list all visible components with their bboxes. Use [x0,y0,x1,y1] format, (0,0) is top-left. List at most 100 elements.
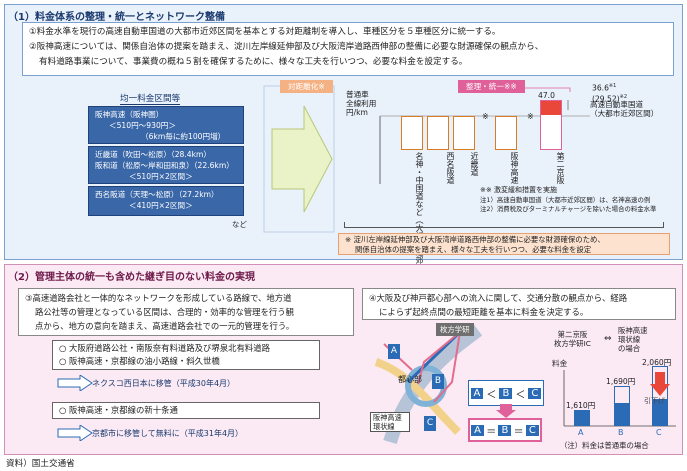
bar-label: 名神・中国道など（大都市近郊区間） [415,152,424,288]
y-unit-line: 普通車 [346,90,369,99]
map-marker-b: B [432,374,444,389]
map-marker-c: C [424,416,436,431]
right-label: 高速自動車国道 （大都市近郊区間） [590,100,658,118]
bracket-line [344,222,664,228]
map-label-kanjo: 阪神高速 環状線 [370,412,410,432]
eq-op: ＝ [513,426,524,438]
tag-distance: 対距離化※ [280,80,333,93]
fare-line: 西名阪道（天理～松原）（27.2km） [95,190,219,199]
eq-item: C [525,424,539,436]
uniform-fare-heading: 均一料金区間等 [120,94,181,105]
route-head-arrow: ⇔ [604,334,612,344]
fare-cat-a: A [578,428,584,437]
fare-line: 近畿道（吹田～松原）（28.4km） [95,150,212,159]
route-head-line: 枚方学研IC [554,339,591,348]
fare-cat-c: C [656,428,662,437]
eq-op: ＜ [515,389,526,401]
eq-op: ＝ [486,426,497,438]
fare-block-hanshin: 阪神高速（阪神圏） ＜510円～930円＞ （6km毎に約100円増） [88,106,244,144]
source-label: 資料）国土交通省 [6,459,75,469]
chart-bar [401,116,423,150]
fare-block-kinki: 近畿道（吹田～松原）（28.4km） 阪和道（松原～岸和田和泉）（22.6km）… [88,146,244,184]
move-b-text: 京都市に移管して無料に（平成31年4月） [92,429,244,438]
y-unit-line: 全線利用 [346,99,377,108]
fare-cat-b: B [618,428,624,437]
y-unit: 普通車 全線利用 円/km [346,90,376,117]
top-fill [541,101,561,115]
right-label-line: 高速自動車国道 [590,100,644,109]
box3-line: ③高速道路会社と一体的なネットワークを形成している路線で、地方道 [25,293,292,303]
asterisk-mark: ※ [482,112,489,121]
route-head-line: 環状線 [618,335,641,344]
asterisk-mark: ※ [527,112,534,121]
box3: ③高速道路会社と一体的なネットワークを形成している路線で、地方道 路公社等の管理… [18,288,354,336]
chart-bar [453,116,475,150]
section1-title: （1）料金体系の整理・統一とネットワーク整備 [8,12,225,23]
eq-item: C [528,387,542,399]
eq-item: B [499,387,513,399]
box4: ④大阪及び神戸都心部への流入に関して、交通分散の観点から、経路 によらず起終点間… [362,288,676,320]
fare-line: ＜510円×2区間＞ [129,172,193,181]
equation-after: A ＝ B ＝ C [468,418,542,442]
right-value: (29.52) [592,94,620,104]
fare-c: 2,060円 [642,358,672,367]
right-value-mark: ※2 [619,93,628,100]
route-head-left: 第二京阪 枚方学研IC [554,330,591,348]
equation-before: A ＜ B ＜ C [468,380,544,406]
eq-item: A [470,387,484,399]
bottom-note-line: ※ 淀川左岸線延伸部及び大阪湾岸道路西伸部の整備に必要な財源確保のため、 [345,235,605,244]
eq-op: ＜ [486,389,497,401]
fare-bar-b-reduced [614,386,630,404]
eq-item: B [498,424,512,436]
route-head-right: 阪神高速 環状線 の場合 [618,326,648,353]
note1: ①料金水準を現行の高速自動車国道の大都市近郊区間を基本とする対距離制を導入し、車… [29,27,501,37]
section2-title: （2）管理主体の統一も含めた継ぎ目のない料金の実現 [8,272,255,283]
move-arrow-icon [57,425,93,441]
box4-line: ④大阪及び神戸都心部への流入に関して、交通分散の観点から、経路 [369,293,628,303]
box3-line: 点から、地方の意向を踏まえ、高速道路会社での一元的管理を行う。 [35,321,295,331]
tag-unify: 整理・統一※※ [458,80,525,93]
map-label-hirakata: 枚方学研 [436,323,474,336]
list-a: ○ 大阪府道路公社・南阪奈有料道路及び堺泉北有料道路 ○ 阪神高速・京都線の油小… [52,340,320,370]
note2a: ②阪神高速については、関係自治体の提案を踏まえ、淀川左岸線延伸部及び大阪湾岸道路… [29,42,544,52]
right-values: 36.6※1 (29.52)※2 [592,82,627,103]
right-label-line: （大都市近郊区間） [590,109,659,118]
fare-bar-c [652,400,668,426]
route-head-line: 第二京阪 [557,330,588,339]
down-arrow-icon [496,404,516,418]
footnote-title: ※※ 激変緩和措置を実施 [480,186,557,194]
fare-a: 1,610円 [566,401,596,410]
route-head-line: 阪神高速 [618,326,648,335]
map-label-toshin: 都心部 [398,375,422,384]
reduce-arrow-icon [650,372,670,396]
fare-line: ＜410円×2区間＞ [129,201,193,210]
bar-label: 西名阪道 [446,152,455,184]
bar-label: 近畿道 [470,152,479,176]
fare-chart-axes [563,370,676,427]
fare-b: 1,690円 [606,377,636,386]
bar-label: 第二京阪 [556,152,565,184]
transition-arrow-icon [263,85,335,233]
fare-line: 阪神高速（阪神圏） [95,110,164,119]
bottom-note: ※ 淀川左岸線延伸部及び大阪湾岸道路西伸部の整備に必要な財源確保のため、 関係自… [338,233,670,255]
hikisage-label: 引下げ [644,397,665,405]
bottom-note-line: 関係自治体の提案を踏まえ、様々な工夫を行いつつ、必要な料金を設定 [355,245,592,254]
fare-bar-b [614,404,630,426]
fare-line: （6km毎に約100円増） [141,132,226,141]
fare-block-nishimeihan: 西名阪道（天理～松原）（27.2km） ＜410円×2区間＞ [88,186,244,216]
fare-bar-a [574,410,590,426]
fare-line: ＜510円～930円＞ [109,121,176,130]
fare-line: 阪和道（松原～岸和田和泉）（22.6km） [95,161,234,170]
chart-bar [495,116,517,150]
right-value-mark: ※1 [608,83,617,89]
footnote-2: 注2）消費税及びターミナルチャージを除いた場合の料金水準 [480,205,657,213]
box3-line: 路公社等の管理となっている区間は、合理的・効率的な管理を行う観 [35,307,294,317]
chart-bar [427,116,449,150]
right-value: 36.6 [592,83,609,93]
map-marker-a: A [388,344,400,359]
top-value: 47.0 [538,91,555,100]
note2b: 有料道路事業について、事業費の概ね５割を確保するために、様々な工夫を行いつつ、必… [39,57,468,67]
box4-line: によらず起終点間の最短距離を基本に料金を決定する。 [379,307,589,317]
list-item: ○ 大阪府道路公社・南阪奈有料道路及び堺泉北有料道路 [59,343,270,353]
list-item: ○ 阪神高速・京都線の新十条通 [59,405,178,415]
